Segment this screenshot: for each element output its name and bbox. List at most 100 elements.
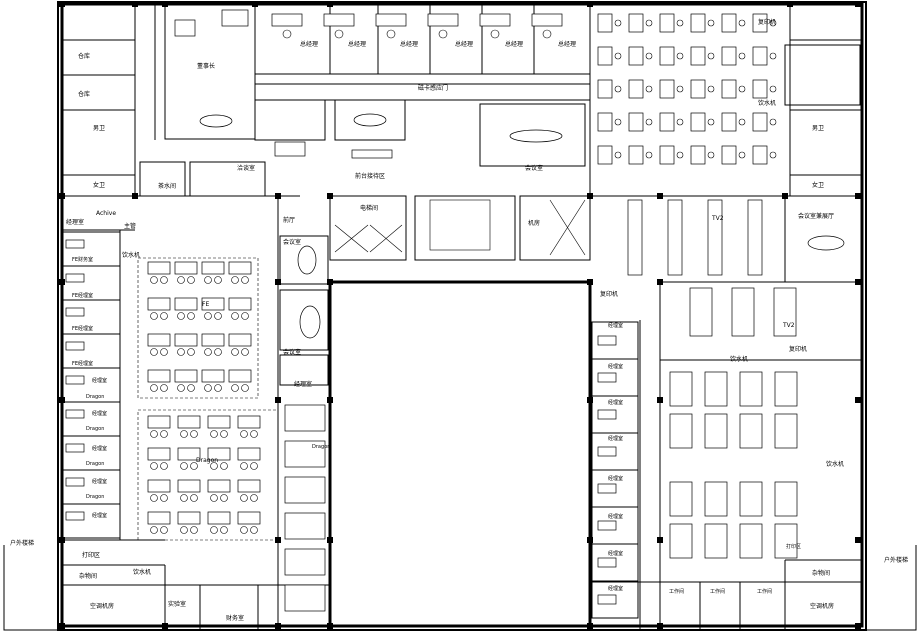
office-desk [597, 483, 617, 494]
workstation-desk [174, 333, 198, 347]
label-warehouse: 仓库 [78, 52, 90, 60]
office-chair [190, 494, 198, 502]
label-toilet-male: 男卫 [812, 125, 824, 132]
office-chair [150, 526, 158, 534]
conference-table [297, 245, 317, 275]
office-chair [210, 494, 218, 502]
workstation-desk [147, 333, 171, 347]
workstation-desk [739, 371, 763, 407]
workstation-desk [739, 413, 763, 449]
label-supervisor: 主管 [124, 222, 136, 230]
structural-column [327, 537, 333, 543]
structural-column [59, 193, 65, 199]
label-gm: 总经理 [505, 40, 523, 48]
workstation-desk [284, 512, 326, 540]
structural-column [327, 279, 333, 285]
structural-column [587, 1, 593, 7]
office-chair [334, 29, 344, 39]
label-fe-manager: FE经理室 [72, 325, 93, 332]
label-print-area: 打印区 [786, 543, 801, 550]
workstation-desk [752, 145, 768, 165]
office-chair [542, 29, 552, 39]
office-chair [160, 276, 168, 284]
label-warehouse: 仓库 [78, 90, 90, 98]
label-gm: 总经理 [400, 40, 418, 48]
workstation-desk [207, 447, 231, 461]
label-meeting-room: 会议室 [283, 238, 301, 246]
workstation-desk [774, 523, 798, 559]
office-chair [177, 312, 185, 320]
office-chair [190, 462, 198, 470]
label-manager-office: 经理室 [92, 512, 107, 519]
label-print-area: 打印区 [82, 551, 100, 559]
office-chair [769, 118, 777, 126]
structural-column [59, 537, 65, 543]
workstation-desk [177, 479, 201, 493]
workstation-desk [690, 79, 706, 99]
workstation-desk [177, 511, 201, 525]
workstation-desk [597, 46, 613, 66]
office-desk [65, 477, 85, 487]
office-desk [597, 520, 617, 531]
label-toilet-female: 女卫 [93, 181, 105, 189]
structural-column [132, 193, 138, 199]
workstation-desk [284, 548, 326, 576]
workstation-desk [774, 481, 798, 517]
workstation-desk [704, 413, 728, 449]
workstation-desk [689, 287, 713, 337]
executive-desk [531, 13, 563, 27]
workstation-desk [752, 79, 768, 99]
conference-table [353, 113, 387, 127]
manager-offices-right [591, 321, 639, 619]
label-manager-office: 经理室 [608, 513, 623, 520]
structural-column [275, 279, 281, 285]
structural-column [327, 623, 333, 629]
structural-column [855, 1, 861, 7]
label-water-dispenser: 饮水机 [758, 99, 776, 107]
workstation-desk [659, 46, 675, 66]
label-manager-office: 经理室 [608, 322, 623, 329]
office-chair [214, 312, 222, 320]
office-chair [220, 494, 228, 502]
workstation-desk [284, 476, 326, 504]
workstation-desk [597, 112, 613, 132]
interior-partitions [3, 3, 917, 631]
workstation-desk [669, 481, 693, 517]
office-chair [160, 430, 168, 438]
workstation-desk [177, 415, 201, 429]
executive-desk [271, 13, 303, 27]
workstation-desk [174, 261, 198, 275]
office-chair [160, 384, 168, 392]
workstation-desk [669, 371, 693, 407]
structural-column [275, 623, 281, 629]
workstation-desk [731, 287, 755, 337]
label-machine-room: 机房 [528, 219, 540, 227]
structural-column [657, 537, 663, 543]
office-chair [214, 276, 222, 284]
label-finance: 财务室 [226, 614, 244, 622]
label-lab: 实验室 [168, 600, 186, 608]
structural-column [162, 1, 168, 7]
office-chair [220, 430, 228, 438]
office-chair [738, 52, 746, 60]
label-fe-manager: FE经理室 [72, 360, 93, 367]
label-negotiation: 洽谈室 [237, 164, 255, 172]
structural-column [782, 193, 788, 199]
manager-office-cell [61, 503, 121, 539]
workstation-desk [201, 369, 225, 383]
workstation-desk [147, 369, 171, 383]
workstation-desk [284, 404, 326, 432]
label-tv2: TV2 [782, 322, 795, 329]
workstation-desk [284, 584, 326, 612]
workstation-desk [659, 13, 675, 33]
office-chair [220, 526, 228, 534]
label-workroom: 工作间 [669, 588, 684, 595]
structural-column [327, 193, 333, 199]
room-labels: 仓库 仓库 男卫 女卫 董事长 总经理 总经理 总经理 总经理 总经理 总经理 … [10, 18, 908, 622]
structural-columns [59, 1, 861, 629]
workstation-desk [667, 199, 683, 276]
workstation-desk [721, 145, 737, 165]
workstation-desk [739, 481, 763, 517]
